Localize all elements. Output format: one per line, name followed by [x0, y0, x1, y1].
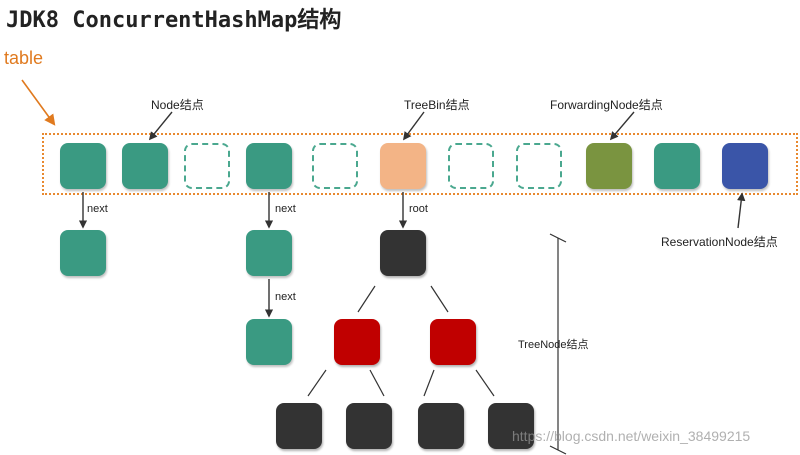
tree-red-node-left [334, 319, 380, 365]
tree-root-node [380, 230, 426, 276]
tree-leaf-node-1 [276, 403, 322, 449]
treebin-callout-label: TreeBin结点 [404, 98, 470, 112]
tree-edge-right-2 [475, 369, 495, 397]
tree-leaf-node-4 [488, 403, 534, 449]
table-slot-node-1 [60, 143, 106, 189]
tree-edge-left-1 [307, 369, 327, 397]
tree-red-node-right [430, 319, 476, 365]
table-slot-node-4 [654, 143, 700, 189]
list-node-b2 [246, 319, 292, 365]
next-label-a: next [87, 203, 108, 215]
tree-edge-root-right [430, 285, 449, 313]
root-label: root [409, 203, 428, 215]
table-slot-empty-2 [312, 143, 358, 189]
table-outline [42, 133, 798, 195]
table-pointer-arrow [21, 79, 56, 126]
next-label-b2: next [275, 291, 296, 303]
next-label-b1: next [275, 203, 296, 215]
table-slot-treebin [380, 143, 426, 189]
table-slot-empty-3 [448, 143, 494, 189]
node-callout-label: Node结点 [151, 98, 204, 112]
reservation-callout-label: ReservationNode结点 [661, 235, 778, 249]
list-node-a1 [60, 230, 106, 276]
tree-edge-right-1 [423, 369, 435, 397]
table-label: table [4, 48, 44, 68]
tree-leaf-node-2 [346, 403, 392, 449]
list-node-b1 [246, 230, 292, 276]
table-slot-forwarding [586, 143, 632, 189]
tree-edge-root-left [357, 285, 376, 313]
treenode-bracket-bottom [549, 445, 567, 455]
treebin-callout-arrow [403, 111, 425, 141]
forwarding-callout-arrow [609, 111, 635, 141]
reservation-callout-arrow [737, 192, 746, 229]
treenode-label: TreeNode结点 [518, 339, 589, 351]
diagram-title: JDK8 ConcurrentHashMap结构 [6, 8, 342, 33]
table-slot-node-3 [246, 143, 292, 189]
table-slot-empty-1 [184, 143, 230, 189]
table-slot-node-2 [122, 143, 168, 189]
treenode-bracket-top [549, 233, 567, 243]
node-callout-arrow [148, 111, 173, 141]
table-slot-reservation [722, 143, 768, 189]
table-slot-empty-4 [516, 143, 562, 189]
forwarding-callout-label: ForwardingNode结点 [550, 98, 663, 112]
tree-edge-left-2 [369, 369, 385, 397]
tree-leaf-node-3 [418, 403, 464, 449]
watermark: https://blog.csdn.net/weixin_38499215 [512, 428, 751, 444]
